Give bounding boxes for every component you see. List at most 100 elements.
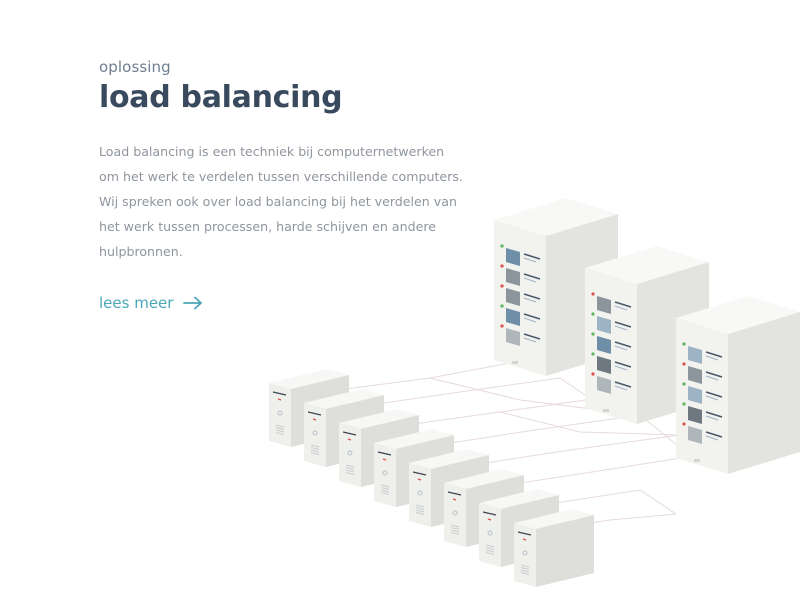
rack-front bbox=[494, 220, 546, 376]
read-more-link[interactable]: lees meer bbox=[99, 294, 203, 312]
tower-vent bbox=[485, 544, 495, 548]
tower-drive-slot bbox=[307, 411, 322, 416]
rack-drive bbox=[506, 288, 520, 306]
tower-vent bbox=[415, 509, 425, 513]
rack-drive-slot bbox=[614, 301, 632, 308]
tower-vent bbox=[520, 572, 530, 575]
tower-vent bbox=[275, 424, 285, 428]
tower-vent bbox=[310, 444, 320, 448]
rack-drive-slot bbox=[614, 305, 628, 311]
tower-vent bbox=[520, 567, 530, 570]
rack-drive-slot bbox=[614, 361, 632, 368]
rack-drive bbox=[688, 366, 702, 384]
rack-led bbox=[500, 324, 504, 328]
rack-drive-slot bbox=[705, 435, 719, 441]
network-wire bbox=[439, 434, 681, 471]
rack-drive-slot bbox=[523, 313, 541, 320]
server-racks bbox=[494, 198, 800, 474]
tower-led bbox=[382, 458, 387, 461]
tower-power-button bbox=[347, 450, 353, 456]
rack-foot bbox=[512, 361, 518, 364]
tower-drive-slot bbox=[377, 451, 392, 456]
rack-top bbox=[676, 296, 800, 334]
rack-drive-slot bbox=[523, 297, 537, 303]
tower-vent bbox=[380, 489, 390, 493]
rack-drive-slot bbox=[614, 341, 632, 348]
tower-side bbox=[501, 495, 559, 567]
description-line: Load balancing is een techniek bij compu… bbox=[99, 144, 445, 159]
rack-drive bbox=[506, 248, 520, 266]
rack-top bbox=[494, 198, 618, 236]
rack-drive-slot bbox=[523, 277, 537, 283]
tower-vent bbox=[345, 467, 355, 470]
rack-drive-slot bbox=[614, 381, 632, 388]
rack-drive-slot bbox=[614, 365, 628, 371]
tower-vent bbox=[310, 447, 320, 450]
tower-vent bbox=[520, 564, 530, 568]
tower-front bbox=[409, 463, 431, 527]
tower-top bbox=[479, 489, 559, 509]
rack-drive-slot bbox=[705, 371, 723, 378]
rack-drive-slot bbox=[614, 321, 632, 328]
page-title: load balancing bbox=[99, 80, 343, 115]
server-rack bbox=[494, 198, 618, 376]
tower-led bbox=[522, 538, 527, 541]
tower-vent bbox=[450, 527, 460, 530]
rack-led bbox=[591, 352, 595, 356]
rack-drive-slot bbox=[523, 273, 541, 280]
read-more-label: lees meer bbox=[99, 294, 174, 312]
tower-front bbox=[269, 383, 291, 447]
rack-drive-slot bbox=[523, 317, 537, 323]
tower-led bbox=[452, 498, 457, 501]
rack-drive bbox=[506, 308, 520, 326]
rack-drive bbox=[688, 406, 702, 424]
tower-side bbox=[326, 395, 384, 467]
rack-led bbox=[591, 372, 595, 376]
network-wires bbox=[299, 361, 701, 531]
client-tower bbox=[514, 509, 594, 587]
rack-led bbox=[682, 342, 686, 346]
tower-led bbox=[487, 518, 492, 521]
rack-drive-slot bbox=[705, 411, 723, 418]
tower-vent bbox=[345, 472, 355, 475]
rack-drive-slot bbox=[705, 415, 719, 421]
client-tower bbox=[304, 389, 384, 467]
tower-vent bbox=[485, 549, 495, 553]
tower-vent bbox=[380, 492, 390, 495]
tower-side bbox=[536, 515, 594, 587]
tower-vent bbox=[415, 507, 425, 510]
rack-led bbox=[500, 244, 504, 248]
description: Load balancing is een techniek bij compu… bbox=[99, 139, 463, 264]
rack-led bbox=[500, 284, 504, 288]
rack-foot bbox=[694, 459, 700, 462]
rack-drive-slot bbox=[705, 395, 719, 401]
tower-front bbox=[479, 503, 501, 567]
tower-vent bbox=[450, 529, 460, 533]
arrow-right-icon bbox=[183, 296, 203, 310]
tower-front bbox=[514, 523, 536, 587]
rack-foot bbox=[603, 409, 609, 412]
tower-vent bbox=[380, 484, 390, 488]
tower-top bbox=[269, 369, 349, 389]
client-tower bbox=[374, 429, 454, 507]
tower-power-button bbox=[277, 410, 283, 416]
rack-led bbox=[682, 422, 686, 426]
rack-front bbox=[585, 268, 637, 424]
rack-led bbox=[682, 382, 686, 386]
tower-drive-slot bbox=[482, 511, 497, 516]
client-tower bbox=[339, 409, 419, 487]
tower-power-button bbox=[382, 470, 388, 476]
description-line: Wij spreken ook over load balancing bij … bbox=[99, 194, 457, 209]
tower-led bbox=[277, 398, 282, 401]
client-tower bbox=[409, 449, 489, 527]
rack-drive-slot bbox=[523, 337, 537, 343]
tower-vent bbox=[380, 487, 390, 490]
tower-drive-slot bbox=[272, 391, 287, 396]
rack-drive bbox=[688, 346, 702, 364]
tower-side bbox=[431, 455, 489, 527]
rack-led bbox=[591, 332, 595, 336]
description-line: het werk tussen processen, harde schijve… bbox=[99, 219, 436, 234]
tower-side bbox=[466, 475, 524, 547]
client-tower bbox=[444, 469, 524, 547]
tower-led bbox=[347, 438, 352, 441]
